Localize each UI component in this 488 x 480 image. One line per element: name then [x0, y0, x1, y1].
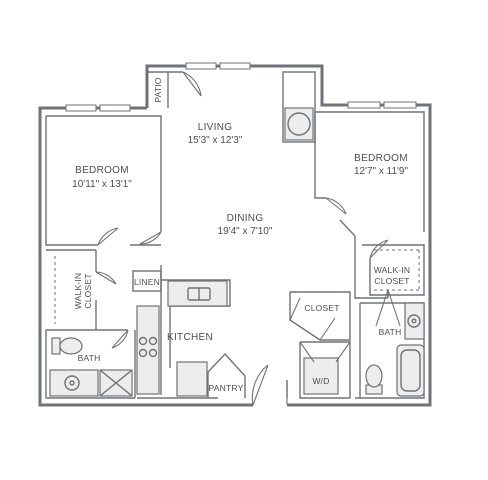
refrigerator-icon — [176, 361, 208, 397]
walkin-left-line2: CLOSET — [83, 273, 93, 308]
windows — [65, 62, 417, 112]
bath-right-label: BATH — [379, 327, 402, 337]
bedroom-left-name: BEDROOM — [75, 165, 129, 176]
linen-label: LINEN — [134, 277, 160, 287]
living-name: LIVING — [198, 122, 233, 133]
kitchen-name: KITCHEN — [167, 332, 213, 343]
wd-label: W/D — [312, 376, 329, 386]
walkin-right-line2: CLOSET — [374, 276, 409, 286]
walkin-left-line1: WALK-IN — [73, 273, 83, 310]
bath-left-label: BATH — [78, 353, 101, 363]
patio-label: PATIO — [153, 77, 163, 102]
fixtures — [49, 107, 425, 397]
living-dims: 15'3" x 12'3" — [188, 135, 243, 146]
vanity-right — [404, 302, 425, 340]
closet-rods — [54, 249, 420, 324]
pantry-label: PANTRY — [209, 383, 244, 393]
washer-dryer-icon — [303, 357, 339, 395]
bedroom-right-name: BEDROOM — [354, 153, 408, 164]
toilet-right-icon — [365, 364, 383, 395]
stove-icon — [138, 336, 158, 358]
kitchen-island — [167, 280, 228, 307]
room-labels: LIVING 15'3" x 12'3" BEDROOM 10'11" x 13… — [72, 77, 410, 393]
sink-left-icon — [64, 375, 80, 391]
dining-name: DINING — [227, 213, 264, 224]
bedroom-right-dims: 12'7" x 11'9" — [354, 166, 409, 177]
walkin-right-line1: WALK-IN — [374, 265, 411, 275]
bedroom-left-dims: 10'11" x 13'1" — [72, 179, 132, 190]
closet-label: CLOSET — [304, 303, 339, 313]
sink-right-icon — [407, 314, 421, 328]
kitchen-counter — [136, 305, 160, 395]
dining-dims: 19'4" x 7'10" — [218, 226, 273, 237]
bathtub-icon — [396, 344, 425, 397]
interior-walls — [45, 71, 425, 399]
toilet-left-icon — [51, 337, 83, 355]
doors — [95, 71, 401, 406]
